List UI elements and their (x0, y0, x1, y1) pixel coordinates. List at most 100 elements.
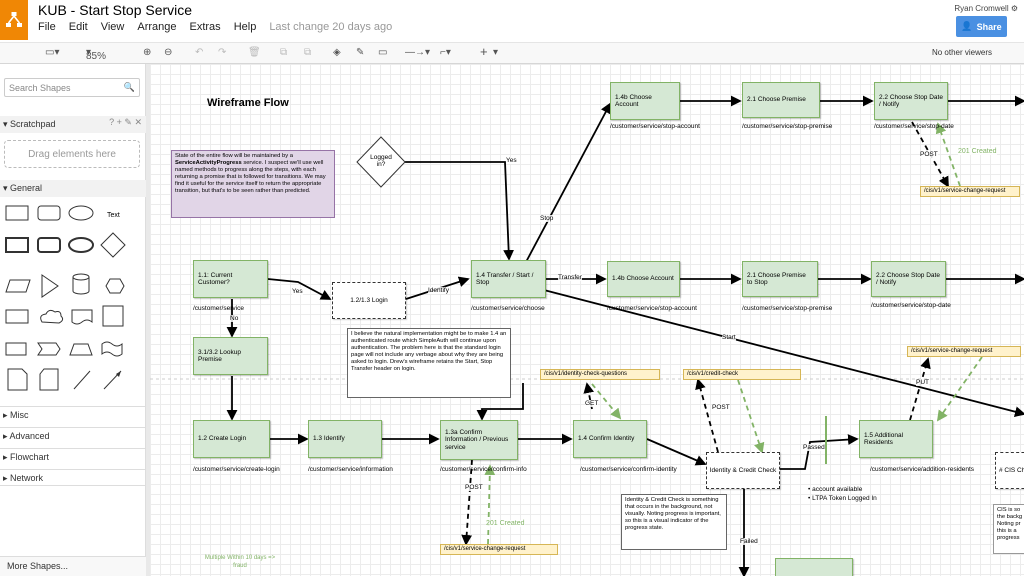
advanced-header[interactable]: ▸ Advanced (0, 427, 146, 444)
search-shapes-input[interactable]: Search Shapes 🔍 (4, 78, 140, 97)
path-information: /customer/service/information (308, 466, 393, 473)
menu-help[interactable]: Help (234, 21, 257, 33)
user-name[interactable]: Ryan Cromwell ⚙ (954, 4, 1018, 13)
diagram-edges (150, 64, 1024, 576)
fill-color-icon[interactable]: ◈ (333, 47, 341, 58)
label-yes: Yes (292, 288, 303, 295)
state-management-note[interactable]: State of the entire flow will be maintai… (171, 150, 335, 218)
undo-icon[interactable]: ↶ (195, 47, 203, 58)
menu-edit[interactable]: Edit (69, 21, 88, 33)
node-confirm-identity[interactable]: 1.4 Confirm Identity (573, 420, 647, 458)
menu-arrange[interactable]: Arrange (137, 21, 176, 33)
to-back-icon[interactable]: ⧉ (304, 47, 311, 58)
node-partial-bottom[interactable] (775, 558, 853, 576)
line-color-icon[interactable]: ✎ (356, 47, 364, 58)
search-placeholder: Search Shapes (9, 83, 71, 93)
check-progress-note[interactable]: Identity & Credit Check is something tha… (621, 494, 727, 550)
trapezoid-shape (70, 344, 92, 355)
edge-stop-up (526, 104, 610, 262)
more-shapes-button[interactable]: More Shapes... (0, 556, 146, 576)
path-service-top: /customer/service (193, 305, 244, 312)
bullet-account-available: • account available (808, 486, 862, 493)
node-choose-account-top[interactable]: 1.4b Choose Account (610, 82, 680, 120)
drawio-logo-icon[interactable] (0, 0, 28, 40)
path-addition-residents: /customer/service/addition-residents (870, 466, 974, 473)
node-choose-stop-date-top[interactable]: 2.2 Choose Stop Date / Notify (874, 82, 948, 120)
text-shape[interactable]: Text (107, 212, 120, 219)
api-service-change-right[interactable]: /cis/v1/service-change-request (907, 346, 1021, 357)
waypoints-icon[interactable]: ⌐▾ (440, 47, 451, 58)
diagram-canvas[interactable]: Wireframe Flow 1.4b Choose Account /cust… (150, 64, 1024, 576)
menu-extras[interactable]: Extras (190, 21, 221, 33)
menu-view[interactable]: View (101, 21, 125, 33)
api-service-change-bottom[interactable]: /cis/v1/service-change-request (440, 544, 558, 555)
document-title[interactable]: KUB - Start Stop Service (38, 2, 192, 18)
general-label: General (10, 183, 42, 193)
rounded-square-shape (38, 238, 60, 252)
network-header[interactable]: ▸ Network (0, 469, 146, 486)
decision-logged-in-label[interactable]: Logged in? (368, 154, 394, 168)
hexagon-shape (106, 279, 124, 293)
node-login[interactable]: 1.2/1.3 Login (332, 282, 406, 319)
label-put: PUT (916, 379, 929, 386)
toolbar: ▭▾ 85% ▾ ⊕ ⊖ ↶ ↷ 🗑 ⧉ ⧉ ◈ ✎ ▭ —→▾ ⌐▾ + ▾ … (0, 42, 1024, 64)
search-icon[interactable]: 🔍 (124, 82, 135, 93)
node-confirm-info[interactable]: 1.3a Confirm Information / Previous serv… (440, 420, 518, 460)
node-choose-premise-mid[interactable]: 2.1 Choose Premise to Stop (742, 261, 818, 297)
cis-note[interactable]: CIS is so the backg Noting pr this is a … (993, 504, 1024, 554)
node-additional-residents[interactable]: 1.5 Additional Residents (859, 420, 933, 458)
scratchpad-header[interactable]: ▾ Scratchpad ? + ✎ ✕ (0, 116, 146, 133)
label-created-bottom: 201 Created (486, 520, 525, 527)
misc-label: Misc (10, 410, 29, 420)
node-choose-account-mid[interactable]: 1.4b Choose Account (607, 261, 680, 297)
insert-icon[interactable]: + (480, 44, 488, 59)
cylinder-shape (73, 274, 89, 294)
to-front-icon[interactable]: ⧉ (280, 47, 287, 58)
circle-shape (69, 238, 93, 252)
user-settings-icon[interactable]: ⚙ (1011, 4, 1018, 13)
flowchart-header[interactable]: ▸ Flowchart (0, 448, 146, 465)
zoom-select[interactable]: 85% ▾ (86, 47, 91, 58)
scratchpad-label: Scratchpad (10, 119, 56, 129)
insert-dropdown-icon[interactable]: ▾ (493, 47, 498, 58)
zoom-out-icon[interactable]: ⊖ (164, 47, 172, 58)
node-choose-premise-top[interactable]: 2.1 Choose Premise (742, 82, 820, 118)
api-service-change-top[interactable]: /cis/v1/service-change-request (920, 186, 1020, 197)
misc-header[interactable]: ▸ Misc (0, 406, 146, 423)
rectangle-shape (6, 206, 28, 220)
path-stop-premise-top: /customer/service/stop-premise (742, 123, 832, 130)
label-failed: Failed (740, 538, 758, 545)
panel-toggle-icon[interactable]: ▭▾ (45, 47, 59, 58)
scratchpad-actions-icon[interactable]: ? + ✎ ✕ (109, 117, 142, 128)
node-identity-credit-check[interactable]: Identity & Credit Check (706, 452, 780, 489)
node-lookup-premise[interactable]: 3.1/3.2 Lookup Premise (193, 337, 268, 375)
node-transfer-start-stop[interactable]: 1.4 Transfer / Start / Stop (471, 260, 546, 298)
connection-style-icon[interactable]: —→▾ (405, 47, 430, 58)
node-choose-stop-date-mid[interactable]: 2.2 Choose Stop Date / Notify (871, 261, 946, 297)
general-shapes-palette[interactable]: Text (0, 194, 146, 394)
share-button[interactable]: 👤Share (956, 16, 1007, 37)
menu-file[interactable]: File (38, 21, 56, 33)
scratchpad-drop-zone[interactable]: Drag elements here (4, 140, 140, 168)
node-current-customer[interactable]: 1.1: Current Customer? (193, 260, 268, 298)
api-identity-check-questions[interactable]: /cis/v1/identity-check-questions (540, 369, 660, 380)
edge-post-credit (698, 380, 718, 452)
path-stop-date-top: /customer/service/stop-date (874, 123, 954, 130)
path-stop-premise-mid: /customer/service/stop-premise (742, 305, 832, 312)
internal-storage-shape (103, 306, 123, 326)
node-identify[interactable]: 1.3 Identify (308, 420, 382, 458)
diagram-title[interactable]: Wireframe Flow (207, 97, 289, 109)
node-create-login[interactable]: 1.2 Create Login (193, 420, 270, 458)
node-cis-check[interactable]: # CIS Ch (995, 452, 1024, 489)
last-change-status[interactable]: Last change 20 days ago (269, 21, 392, 33)
api-credit-check[interactable]: /cis/v1/credit-check (683, 369, 801, 380)
zoom-level: 85% (86, 51, 106, 62)
login-note[interactable]: I believe the natural implementation mig… (347, 328, 511, 398)
path-confirm-identity: /customer/service/confirm-identity (580, 466, 677, 473)
delete-icon[interactable]: 🗑 (248, 47, 261, 58)
redo-icon[interactable]: ↷ (218, 47, 226, 58)
zoom-in-icon[interactable]: ⊕ (143, 47, 151, 58)
path-choose: /customer/service/choose (471, 305, 545, 312)
shadow-icon[interactable]: ▭ (378, 47, 387, 58)
tape-shape (102, 342, 122, 356)
